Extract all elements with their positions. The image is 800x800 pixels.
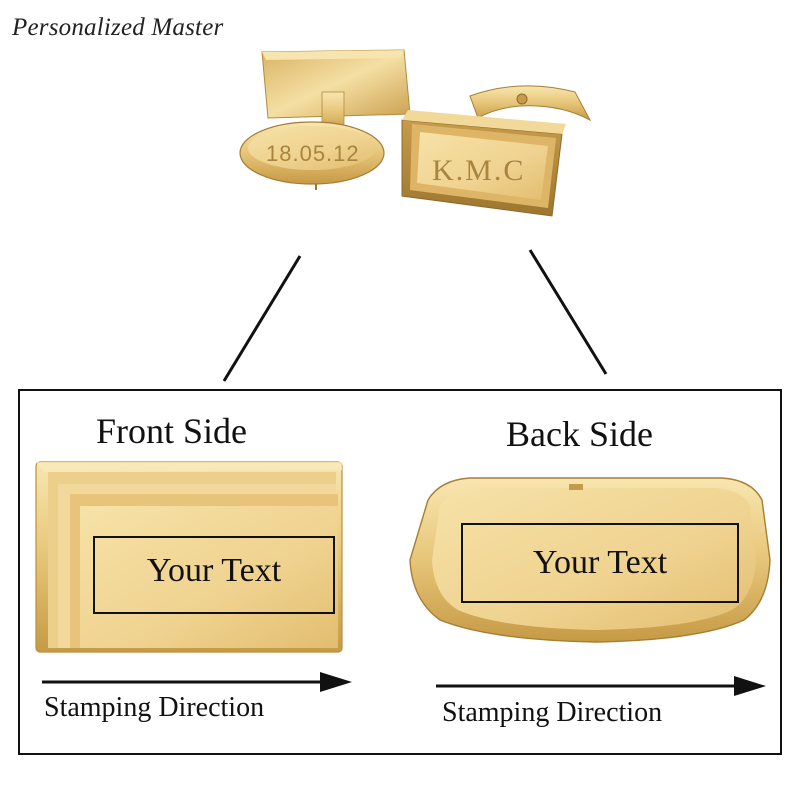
right-cufflink-photo: [401, 85, 592, 217]
back-engraving-text: 18.05.12: [266, 141, 360, 166]
front-side-title: Front Side: [96, 411, 248, 451]
left-cufflink-photo: [239, 49, 411, 190]
back-text-box: [461, 523, 739, 603]
diagram-frame: [18, 389, 782, 755]
front-text-box: [93, 536, 335, 614]
front-direction-label: Stamping Direction: [44, 692, 265, 723]
back-side-title: Back Side: [506, 414, 653, 454]
back-direction-arrow: [436, 676, 766, 696]
front-engraving-text: K.M.C: [432, 154, 526, 187]
front-placeholder-text: Your Text: [146, 552, 282, 589]
back-cufflink-illustration: [409, 477, 771, 643]
brand-watermark: Personalized Master: [12, 14, 224, 41]
back-placeholder-text: Your Text: [532, 544, 668, 581]
back-direction-label: Stamping Direction: [442, 697, 663, 728]
connector-line-left: [222, 255, 302, 382]
connector-line-right: [528, 249, 608, 375]
front-cufflink-illustration: [35, 461, 343, 653]
front-direction-arrow: [42, 672, 352, 692]
